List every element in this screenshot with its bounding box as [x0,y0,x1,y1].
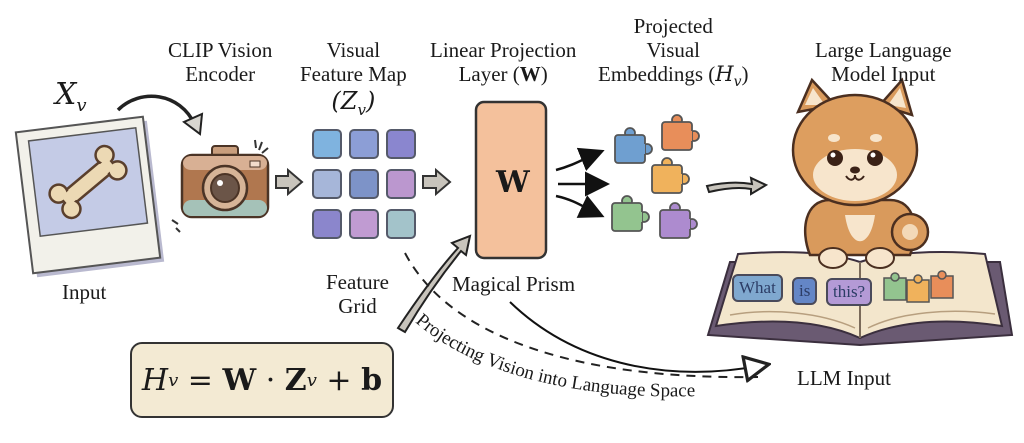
input-to-encoder-arrow [116,94,197,126]
prism-letter: W [496,165,530,200]
book-token-is: is [792,277,818,305]
feature-cell [386,169,416,199]
feature-cell [349,209,379,239]
book-token-this: this? [826,278,873,306]
fan-arrow-down [555,194,605,218]
puzzle-piece [611,195,650,232]
feature-cell [386,129,416,159]
fan-arrow-up [555,147,605,172]
encoder-to-grid-arrow [275,167,304,197]
shiba-dog-icon [791,77,930,269]
feature-grid [312,129,416,239]
feature-cell [312,169,342,199]
camera-icon [171,139,270,233]
input-label: Input [62,280,107,304]
dashed-projection-curve [404,252,759,379]
puzzle-piece [651,157,690,194]
input-image-icon [14,115,165,278]
grid-to-prism-curved-arrow [396,234,472,334]
feature-cell [312,129,342,159]
feature-cell [349,169,379,199]
grid-to-prism-arrow [422,167,452,197]
puzzle-pieces [611,114,700,239]
feature-cell [312,209,342,239]
input-symbol: Xv [55,77,87,117]
linear-projection-prism [474,100,548,260]
feature-cell [386,209,416,239]
puzzle-piece [659,202,698,239]
puzzle-piece [661,114,700,151]
solid-projection-curve [509,301,765,372]
projection-label: Linear Projection Layer (W) [430,38,577,86]
book-puzzle-pieces [883,270,954,303]
bone-icon [48,144,128,220]
puzzle-piece [614,127,653,164]
book-token-what: What [732,274,783,302]
llm-input-label: LLM Input [797,366,891,390]
curved-caption: Projecting Vision into Language Space [412,310,696,402]
embeddings-to-llm-arrow [705,176,769,196]
feature-cell [349,129,379,159]
magical-prism-label: Magical Prism [452,272,576,296]
